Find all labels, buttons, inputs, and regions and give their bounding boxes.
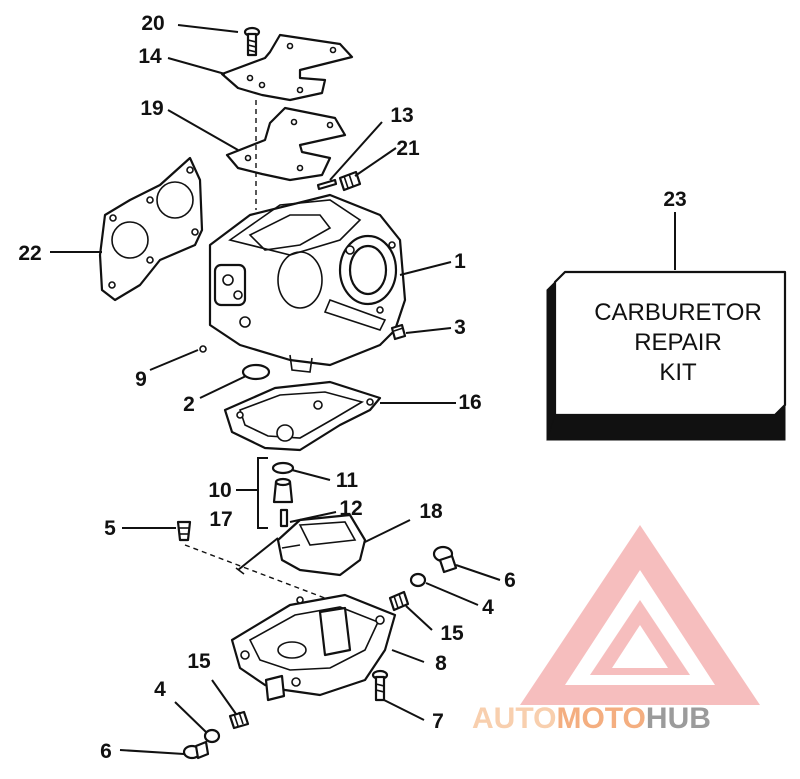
label-14: 14 [138, 45, 162, 68]
label-13: 13 [390, 104, 413, 127]
bolt-7 [371, 669, 389, 702]
repair-kit-box-23: CARBURETOR REPAIR KIT [546, 270, 787, 441]
plug-3 [390, 323, 407, 341]
label-21: 21 [396, 137, 420, 160]
watermark-text: AUTOMOTOHUB [472, 702, 711, 735]
kit-label-line3: KIT [659, 359, 697, 386]
drain-screw-6-bottom [182, 740, 210, 760]
label-20: 20 [141, 12, 164, 35]
label-1: 1 [454, 250, 466, 273]
label-12: 12 [339, 497, 362, 520]
label-17: 17 [209, 508, 232, 531]
drain-screw-6-right [432, 545, 458, 574]
watermark-text-auto: AUTO [472, 702, 556, 735]
label-16: 16 [458, 391, 481, 414]
label-4-right: 4 [482, 596, 494, 619]
label-15-right: 15 [440, 622, 464, 645]
label-10: 10 [208, 479, 231, 502]
label-3: 3 [454, 316, 466, 339]
label-22: 22 [18, 242, 41, 265]
kit-label-line1: CARBURETOR [594, 299, 762, 326]
label-7: 7 [432, 710, 444, 733]
label-18: 18 [419, 500, 443, 523]
label-9: 9 [135, 368, 147, 391]
carburetor-body-1 [208, 193, 407, 373]
label-11: 11 [336, 469, 359, 492]
watermark-text-hub: HUB [646, 702, 711, 735]
screw-20 [243, 26, 261, 57]
label-5: 5 [104, 517, 116, 540]
label-2: 2 [183, 393, 195, 416]
watermark-logo [520, 525, 760, 705]
label-19: 19 [140, 97, 163, 120]
label-6-bottom: 6 [100, 740, 112, 763]
top-cover-plate-14 [220, 33, 354, 102]
label-4-bottom: 4 [154, 678, 166, 701]
leader-lines [50, 24, 676, 755]
kit-label-line2: REPAIR [634, 329, 722, 356]
idle-screw-15-right [388, 590, 410, 612]
label-8: 8 [435, 652, 447, 675]
needle-seat-assembly-10 [257, 457, 295, 529]
label-23: 23 [663, 188, 686, 211]
washer-4-bottom [203, 728, 221, 744]
check-ball-9 [199, 345, 207, 353]
float-bowl-8 [230, 593, 397, 702]
plug-21 [338, 170, 362, 192]
o-ring-11 [271, 461, 295, 475]
idle-screw-15-bottom [228, 710, 250, 730]
intake-gasket-22 [98, 156, 204, 302]
inlet-needle-12 [279, 508, 289, 528]
main-jet-5 [176, 520, 192, 542]
part-number-labels: 20 14 19 13 21 22 1 3 9 2 16 11 10 12 5 … [18, 12, 686, 763]
washer-4-right [409, 572, 427, 588]
gasket-19 [225, 106, 347, 182]
hinge-pin-17 [235, 537, 279, 575]
float-bowl-gasket-16 [223, 380, 382, 452]
svg-text:AUTOMOTOHUB: AUTOMOTOHUB [472, 702, 711, 735]
label-6-right: 6 [504, 569, 516, 592]
watermark-text-moto: MOTO [556, 702, 645, 735]
pin-13 [316, 178, 338, 191]
float-18 [276, 513, 367, 577]
label-15-bottom: 15 [187, 650, 211, 673]
washer-2 [241, 363, 271, 381]
